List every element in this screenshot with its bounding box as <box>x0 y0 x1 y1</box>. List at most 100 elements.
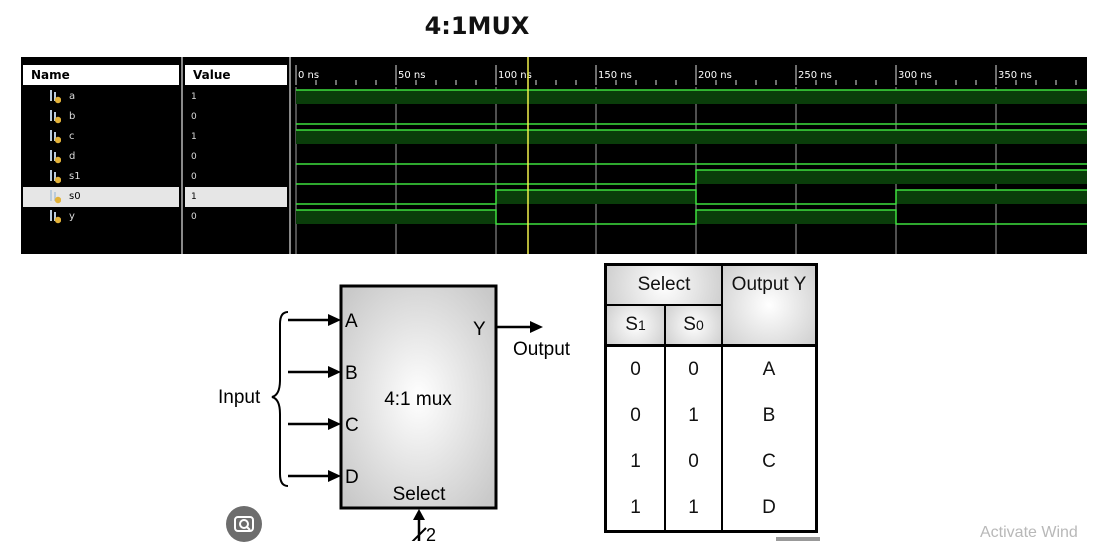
truth-cell-y: C <box>762 451 776 472</box>
waveform-c[interactable] <box>296 129 1087 144</box>
mux-block-label: 4:1 mux <box>384 389 452 410</box>
input-pin-C: C <box>345 415 359 436</box>
mux-diagram: A B C D Input 4:1 mux Y Output Select 2 <box>212 262 602 541</box>
truth-cell-s1: 0 <box>630 359 641 380</box>
truth-cell-y: B <box>762 405 776 426</box>
signal-row-y[interactable]: y <box>23 207 179 227</box>
time-label: 350 ns <box>998 70 1032 81</box>
signal-row-s0[interactable]: s0 <box>23 187 179 207</box>
value-row-b[interactable]: 0 <box>185 107 287 127</box>
select-label: Select <box>393 484 447 505</box>
scroll-indicator[interactable] <box>776 537 820 541</box>
signal-row-c[interactable]: c <box>23 127 179 147</box>
waveform-y[interactable] <box>296 209 1087 225</box>
value-row-c[interactable]: 1 <box>185 127 287 147</box>
high-segment <box>296 130 1087 144</box>
high-segment <box>496 190 696 204</box>
truth-cell-s1: 0 <box>630 405 641 426</box>
column-splitter[interactable] <box>181 57 183 254</box>
signal-row-a[interactable]: a <box>23 87 179 107</box>
input-label: Input <box>218 387 261 408</box>
time-ruler[interactable] <box>294 65 1087 85</box>
input-arrowhead <box>328 418 341 430</box>
signal-row-d[interactable]: d <box>23 147 179 167</box>
truth-cell-s0: 0 <box>688 359 699 380</box>
time-label: 50 ns <box>398 70 425 81</box>
signal-icon <box>49 210 62 224</box>
signal-name: s1 <box>69 171 81 182</box>
value-column-header[interactable]: Value <box>185 65 287 85</box>
select-arrowhead <box>413 509 425 520</box>
output-arrowhead <box>530 321 543 333</box>
signal-value: 0 <box>191 112 197 122</box>
time-label: 150 ns <box>598 70 632 81</box>
signal-icon <box>49 150 62 164</box>
truth-cell-s0: 1 <box>688 405 699 426</box>
input-pin-D: D <box>345 467 359 488</box>
name-column-header[interactable]: Name <box>23 65 179 85</box>
activate-windows-watermark: Activate Wind <box>980 524 1078 541</box>
waveform-timeline[interactable]: 0 ns 50 ns 100 ns 150 ns 200 ns 250 ns 300 ns 3… <box>294 57 1087 254</box>
signal-value: 0 <box>191 172 197 182</box>
waveform-s1[interactable] <box>296 169 1087 185</box>
mux-block <box>339 284 498 510</box>
signal-row-b[interactable]: b <box>23 107 179 127</box>
input-brace <box>271 311 289 487</box>
time-label: 0 ns <box>298 70 319 81</box>
signal-value: 0 <box>191 152 197 162</box>
value-row-y[interactable]: 0 <box>185 207 287 227</box>
input-arrowhead <box>328 470 341 482</box>
time-label: 200 ns <box>698 70 732 81</box>
truth-cell-s1: 1 <box>630 451 641 472</box>
high-segment <box>296 210 496 224</box>
value-row-a[interactable]: 1 <box>185 87 287 107</box>
output-label: Output <box>513 339 571 360</box>
input-arrowhead <box>328 366 341 378</box>
waveform-a[interactable] <box>296 89 1087 104</box>
truth-cell-y: D <box>762 497 776 518</box>
select-header: Select <box>607 266 721 304</box>
signal-value: 1 <box>191 132 197 142</box>
input-arrowhead <box>328 314 341 326</box>
time-label: 100 ns <box>498 70 532 81</box>
waveform-trace <box>296 209 1087 225</box>
signal-row-s1[interactable]: s1 <box>23 167 179 187</box>
high-segment <box>296 90 1087 104</box>
signal-name: b <box>69 111 76 122</box>
waveform-trace <box>296 169 1087 185</box>
column-splitter[interactable] <box>289 57 291 254</box>
signal-name: a <box>69 91 76 102</box>
time-label: 300 ns <box>898 70 932 81</box>
input-pin-A: A <box>345 311 358 332</box>
value-row-s1[interactable]: 0 <box>185 167 287 187</box>
signal-icon <box>49 110 62 124</box>
signal-icon <box>49 130 62 144</box>
high-segment <box>696 170 1087 184</box>
value-row-s0[interactable]: 1 <box>185 187 287 207</box>
output-pin-label: Y <box>473 319 486 340</box>
signal-icon <box>49 170 62 184</box>
waveform-s0[interactable] <box>296 189 1087 205</box>
signal-name: d <box>69 151 76 162</box>
time-label: 250 ns <box>798 70 832 81</box>
select-bus-width: 2 <box>426 525 436 541</box>
input-pin-B: B <box>345 363 358 384</box>
output-header: Output Y <box>723 266 815 344</box>
signal-icon <box>49 90 62 104</box>
page-title: 4:1MUX <box>424 12 530 40</box>
signal-value-column: Value 1 0 1 0 0 1 0 <box>183 57 289 254</box>
signal-value: 0 <box>191 212 197 222</box>
waveform-trace <box>296 189 1087 205</box>
signal-value: 1 <box>191 192 197 202</box>
truth-cell-s0: 0 <box>688 451 699 472</box>
high-segment <box>696 210 896 224</box>
truth-cell-y: A <box>762 359 776 380</box>
bus-slash <box>411 527 427 541</box>
value-row-d[interactable]: 0 <box>185 147 287 167</box>
visual-search-button[interactable] <box>226 506 262 542</box>
